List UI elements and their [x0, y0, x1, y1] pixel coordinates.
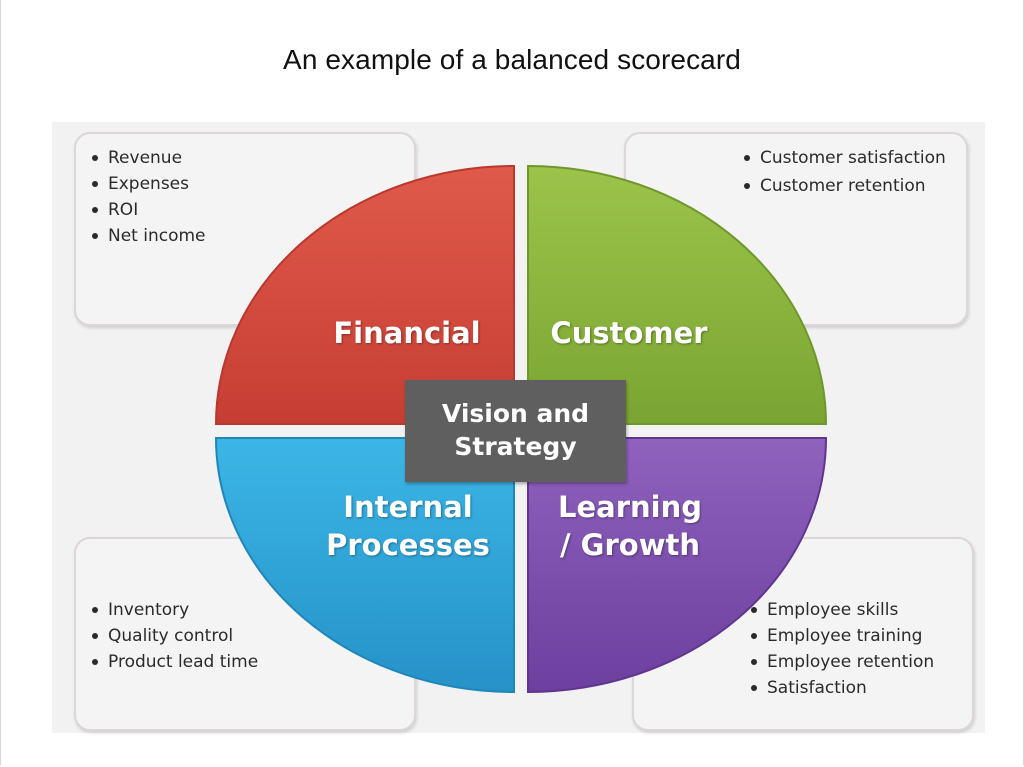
list-item: Employee training	[749, 623, 934, 649]
vision-strategy-box: Vision and Strategy	[405, 380, 626, 482]
internal-processes-label: Internal Processes	[318, 488, 498, 564]
list-item: Net income	[90, 223, 206, 249]
financial-label: Financial	[333, 316, 481, 350]
list-item: Satisfaction	[749, 675, 934, 701]
learning-growth-metrics-list: Employee skills Employee training Employ…	[749, 597, 934, 701]
customer-label: Customer	[550, 316, 708, 350]
internal-processes-metrics-list: Inventory Quality control Product lead t…	[90, 597, 258, 675]
internal-processes-quadrant	[214, 437, 515, 694]
learning-growth-label-line1: Learning	[557, 490, 702, 524]
list-item: Revenue	[90, 145, 206, 171]
learning-growth-quadrant	[527, 437, 828, 694]
list-item: ROI	[90, 197, 206, 223]
list-item: Customer retention	[742, 173, 952, 199]
customer-quadrant	[527, 164, 828, 425]
learning-growth-label-line2: / Growth	[559, 528, 700, 562]
list-item: Product lead time	[90, 649, 258, 675]
financial-quadrant	[214, 164, 515, 425]
slide-title: An example of a balanced scorecard	[283, 44, 741, 75]
list-item: Customer satisfaction	[742, 147, 952, 169]
learning-growth-label: Learning / Growth	[540, 488, 720, 564]
list-item: Inventory	[90, 597, 258, 623]
list-item: Expenses	[90, 171, 206, 197]
list-item: Employee retention	[749, 649, 934, 675]
financial-metrics-list: Revenue Expenses ROI Net income	[90, 145, 206, 249]
vision-strategy-line1: Vision and	[441, 399, 590, 428]
internal-processes-label-line1: Internal	[343, 490, 473, 524]
internal-processes-label-line2: Processes	[326, 528, 490, 562]
list-item: Quality control	[90, 623, 258, 649]
list-item: Employee skills	[749, 597, 934, 623]
vision-strategy-line2: Strategy	[454, 432, 577, 461]
customer-metrics-list: Customer satisfaction Customer retention	[742, 147, 952, 199]
